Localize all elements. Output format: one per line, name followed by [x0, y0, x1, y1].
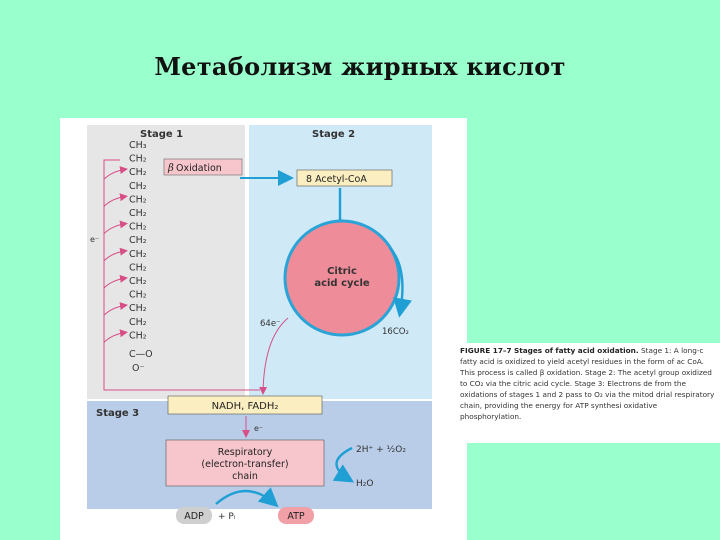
- stage2-label: Stage 2: [312, 129, 355, 140]
- respiratory-chain-box: [165, 439, 325, 487]
- stage3-label: Stage 3: [96, 408, 139, 419]
- stage1-label: Stage 1: [140, 129, 183, 140]
- figure-caption: FIGURE 17–7 Stages of fatty acid oxidati…: [456, 343, 720, 443]
- beta-symbol: β: [167, 163, 174, 174]
- resp-line3: chain: [232, 471, 258, 482]
- cycle-to-nadh-arrow: [259, 317, 289, 395]
- chain-unit: CH₂: [129, 262, 147, 273]
- resp-line2: (electron-transfer): [201, 459, 288, 470]
- chain-unit: CH₂: [129, 249, 147, 260]
- adp-to-atp-arrow: [215, 487, 279, 508]
- chain-electron-label: e⁻: [254, 424, 263, 433]
- chain-unit: CH₂: [129, 154, 147, 165]
- beta-cycle-arrow: [103, 193, 128, 207]
- chain-unit: CH₂: [129, 194, 147, 205]
- chain-unit: CH₂: [129, 208, 147, 219]
- resp-line1: Respiratory: [218, 447, 273, 458]
- chain-unit: CH₂: [129, 222, 147, 233]
- chain-unit: CH₂: [129, 276, 147, 287]
- acetyl-coa-label: 8 Acetyl-CoA: [306, 174, 367, 185]
- nadh-fadh2-label: NADH, FADH₂: [212, 401, 279, 412]
- chain-unit: CH₂: [129, 330, 147, 341]
- electron-bracket: [103, 159, 260, 391]
- beta-oxidation-label: Oxidation: [176, 163, 222, 174]
- chain-unit: CH₂: [129, 317, 147, 328]
- caption-figure-label: FIGURE 17–7: [460, 346, 512, 355]
- beta-cycle-arrow: [103, 247, 128, 262]
- beta-oxidation-box: [163, 158, 243, 176]
- chain-unit: CH₂: [129, 290, 147, 301]
- hydrogen-oxygen-label: 2H⁺ + ½O₂: [356, 445, 406, 455]
- fatty-acid-chain: CH₃ CH₂ CH₂ CH₂ CH₂ CH₂ CH₂ CH₂ CH₂ CH₂ CH₂ CH₂ CH₂ C…: [129, 140, 147, 341]
- beta-cycle-arrow: [103, 220, 128, 234]
- chain-unit: CH₃: [129, 140, 147, 151]
- chain-unit: CH₂: [129, 167, 147, 178]
- oxygen-to-water-arrow: [332, 446, 355, 483]
- nadh-fadh2-box: [167, 395, 323, 415]
- bracket-electron-label: e⁻: [90, 235, 99, 244]
- chain-unit: CH₂: [129, 303, 147, 314]
- citric-label-line2: acid cycle: [314, 278, 370, 289]
- adp-pill: [176, 507, 212, 524]
- adp-label: ADP: [184, 511, 204, 522]
- electrons-64-label: 64e⁻: [260, 319, 281, 329]
- atp-pill: [278, 507, 314, 524]
- beta-cycle-arrow: [103, 329, 128, 343]
- water-label: H₂O: [356, 479, 373, 489]
- caption-heading: Stages of fatty acid oxidation.: [513, 346, 639, 355]
- chain-unit: CH₂: [129, 235, 147, 246]
- beta-cycle-arrow: [103, 166, 128, 180]
- beta-cycle-arrow: [103, 302, 128, 316]
- pi-label: + Pᵢ: [218, 512, 236, 522]
- chain-unit: CH₂: [129, 181, 147, 192]
- citric-acid-cycle: [283, 219, 401, 337]
- carboxylate-oxygen: O⁻: [132, 363, 145, 374]
- slide-title: Метаболизм жирных кислот: [154, 52, 566, 81]
- caption-body: Stage 1: A long-c fatty acid is oxidized…: [460, 346, 715, 421]
- acetyl-coa-box: [296, 169, 393, 187]
- beta-oxidation-cycle-arrows: [103, 166, 128, 343]
- caption-text: FIGURE 17–7 Stages of fatty acid oxidati…: [456, 343, 720, 422]
- beta-cycle-arrow: [103, 274, 128, 289]
- co2-label: 16CO₂: [382, 327, 409, 337]
- citric-label-line1: Citric: [327, 266, 357, 277]
- co2-arrow: [389, 247, 412, 318]
- atp-label: ATP: [287, 511, 305, 522]
- carboxyl-group: C—O: [129, 349, 153, 360]
